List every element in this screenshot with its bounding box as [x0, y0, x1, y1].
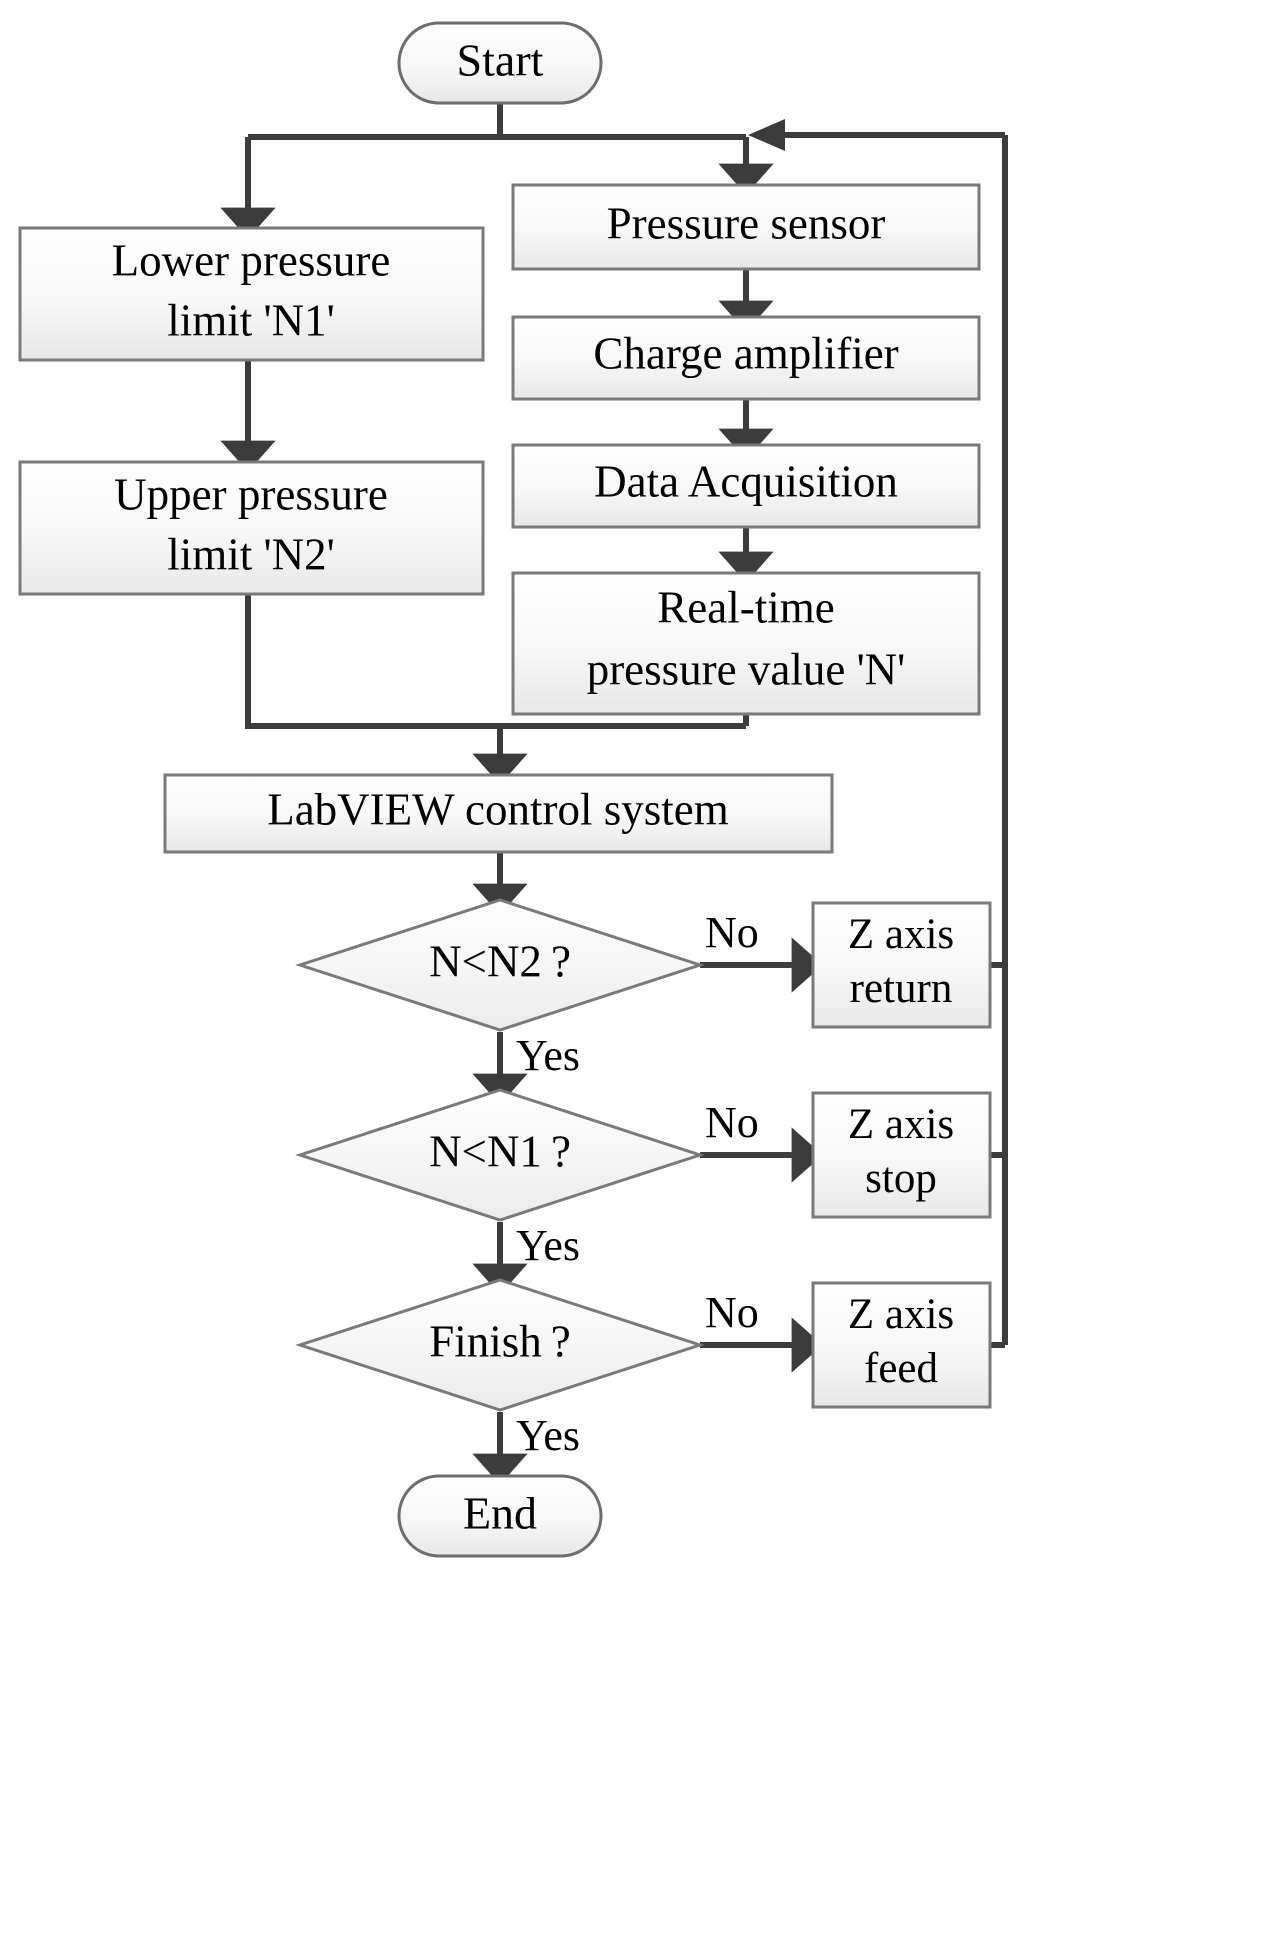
- charge-amplifier-label: Charge amplifier: [593, 328, 898, 378]
- node-decision-finish[interactable]: Finish ?: [295, 1278, 705, 1412]
- node-labview-control-system[interactable]: LabVIEW control system: [163, 773, 834, 854]
- node-start[interactable]: Start: [397, 21, 603, 105]
- decision-n-lt-n1-label: N<N1 ?: [429, 1126, 571, 1176]
- upper-limit-label-line2: limit 'N2': [167, 529, 334, 579]
- end-label: End: [463, 1488, 537, 1539]
- node-end[interactable]: End: [397, 1474, 603, 1558]
- start-label: Start: [457, 35, 544, 86]
- z-axis-feed-label-line2: feed: [864, 1345, 938, 1392]
- z-axis-stop-shape: [811, 1091, 992, 1219]
- node-z-axis-feed[interactable]: Z axis feed: [811, 1281, 992, 1409]
- edge-label-no-3: No: [705, 1288, 759, 1337]
- z-axis-stop-label-line1: Z axis: [848, 1101, 954, 1148]
- lower-limit-label-line2: limit 'N1': [167, 295, 334, 345]
- node-data-acquisition[interactable]: Data Acquisition: [511, 443, 981, 529]
- edge-label-no-1: No: [705, 908, 759, 957]
- decision-finish-shape: [295, 1278, 705, 1412]
- decision-finish-label: Finish ?: [429, 1316, 571, 1366]
- labview-shape: [163, 773, 834, 854]
- pressure-sensor-shape: [511, 183, 981, 271]
- edge-label-yes-3: Yes: [516, 1411, 580, 1460]
- node-z-axis-stop[interactable]: Z axis stop: [811, 1091, 992, 1219]
- node-upper-pressure-limit[interactable]: Upper pressure limit 'N2': [18, 460, 485, 596]
- realtime-value-label-line2: pressure value 'N': [587, 644, 906, 694]
- z-axis-return-label-line2: return: [850, 965, 953, 1012]
- upper-limit-label-line1: Upper pressure: [114, 469, 388, 519]
- z-axis-stop-label-line2: stop: [865, 1155, 937, 1202]
- edge-label-yes-1: Yes: [516, 1031, 580, 1080]
- realtime-value-label-line1: Real-time: [657, 582, 834, 632]
- start-shape: [397, 21, 603, 105]
- node-decision-n-lt-n2[interactable]: N<N2 ?: [295, 898, 705, 1032]
- end-shape: [397, 1474, 603, 1558]
- node-charge-amplifier[interactable]: Charge amplifier: [511, 315, 981, 401]
- node-pressure-sensor[interactable]: Pressure sensor: [511, 183, 981, 271]
- data-acquisition-label: Data Acquisition: [594, 456, 898, 506]
- connector-layer: [220, 103, 1008, 1485]
- feedback-arrowhead-icon: [748, 119, 785, 151]
- node-realtime-pressure-value[interactable]: Real-time pressure value 'N': [511, 571, 981, 716]
- z-axis-feed-shape: [811, 1281, 992, 1409]
- z-axis-return-label-line1: Z axis: [848, 911, 954, 958]
- charge-amplifier-shape: [511, 315, 981, 401]
- decision-n-lt-n1-shape: [295, 1088, 705, 1222]
- node-lower-pressure-limit[interactable]: Lower pressure limit 'N1': [18, 226, 485, 362]
- labview-label: LabVIEW control system: [267, 784, 729, 834]
- z-axis-feed-label-line1: Z axis: [848, 1291, 954, 1338]
- lower-limit-shape: [18, 226, 485, 362]
- decision-n-lt-n2-shape: [295, 898, 705, 1032]
- decision-n-lt-n2-label: N<N2 ?: [429, 936, 571, 986]
- edge-label-no-2: No: [705, 1098, 759, 1147]
- upper-limit-shape: [18, 460, 485, 596]
- edge-label-layer: No No No Yes Yes Yes: [516, 908, 759, 1460]
- data-acquisition-shape: [511, 443, 981, 529]
- lower-limit-label-line1: Lower pressure: [112, 235, 391, 285]
- edge-label-yes-2: Yes: [516, 1221, 580, 1270]
- realtime-value-shape: [511, 571, 981, 716]
- pressure-sensor-label: Pressure sensor: [607, 198, 886, 248]
- z-axis-return-shape: [811, 901, 992, 1029]
- node-decision-n-lt-n1[interactable]: N<N1 ?: [295, 1088, 705, 1222]
- node-z-axis-return[interactable]: Z axis return: [811, 901, 992, 1029]
